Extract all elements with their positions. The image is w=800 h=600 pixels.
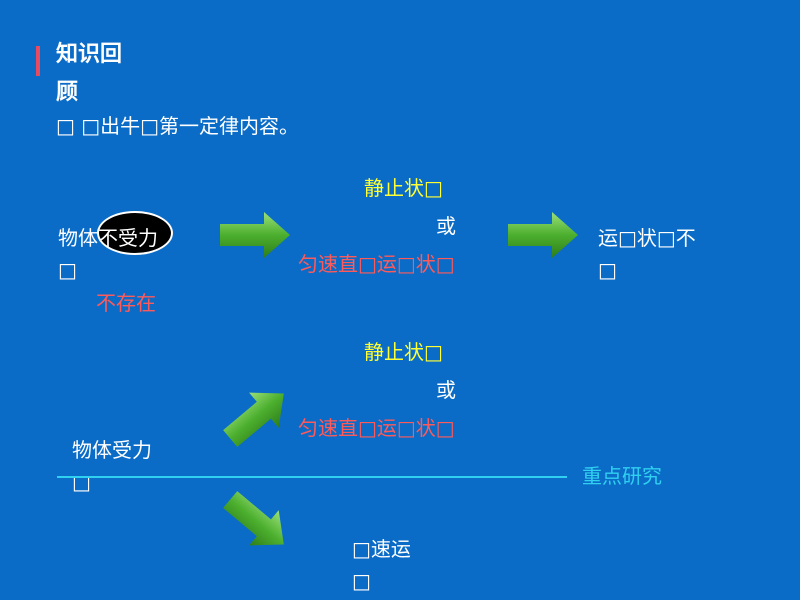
focus-label: 重点研究 [582,464,662,488]
row1-state-uniform: 匀速直□运□状□ [298,252,455,276]
down-right-arrow-icon [223,491,284,546]
row2-subject-line1: 物体受力 [72,438,152,462]
focus-divider-line [57,476,567,478]
page-title-line2: 顾 [56,80,79,105]
row1-or: 或 [436,214,456,238]
row1-result-line1: 运□状□不 [598,226,696,250]
row2-change-line2: □ [352,569,371,593]
row1-subject-line2: □ [58,258,77,282]
title-accent-bar [36,46,40,76]
up-right-arrow-icon [223,392,284,447]
row1-subject-note: 不存在 [96,291,156,315]
row2-change-line1: □速运 [352,537,411,561]
right-arrow-icon [220,212,290,258]
row2-state-uniform: 匀速直□运□状□ [298,416,455,440]
row2-subject-line2: □ [72,470,91,494]
row1-subject-line1: 物体不受力 [58,226,158,250]
instruction-text: □ □出牛□第一定律内容。 [56,114,300,138]
page-title-line1: 知识回 [56,42,123,67]
right-arrow-icon [508,212,578,258]
row2-or: 或 [436,378,456,402]
row1-state-static: 静止状□ [364,176,443,200]
row1-result-line2: □ [598,258,617,282]
highlight-ellipse [97,211,173,255]
row2-state-static: 静止状□ [364,340,443,364]
